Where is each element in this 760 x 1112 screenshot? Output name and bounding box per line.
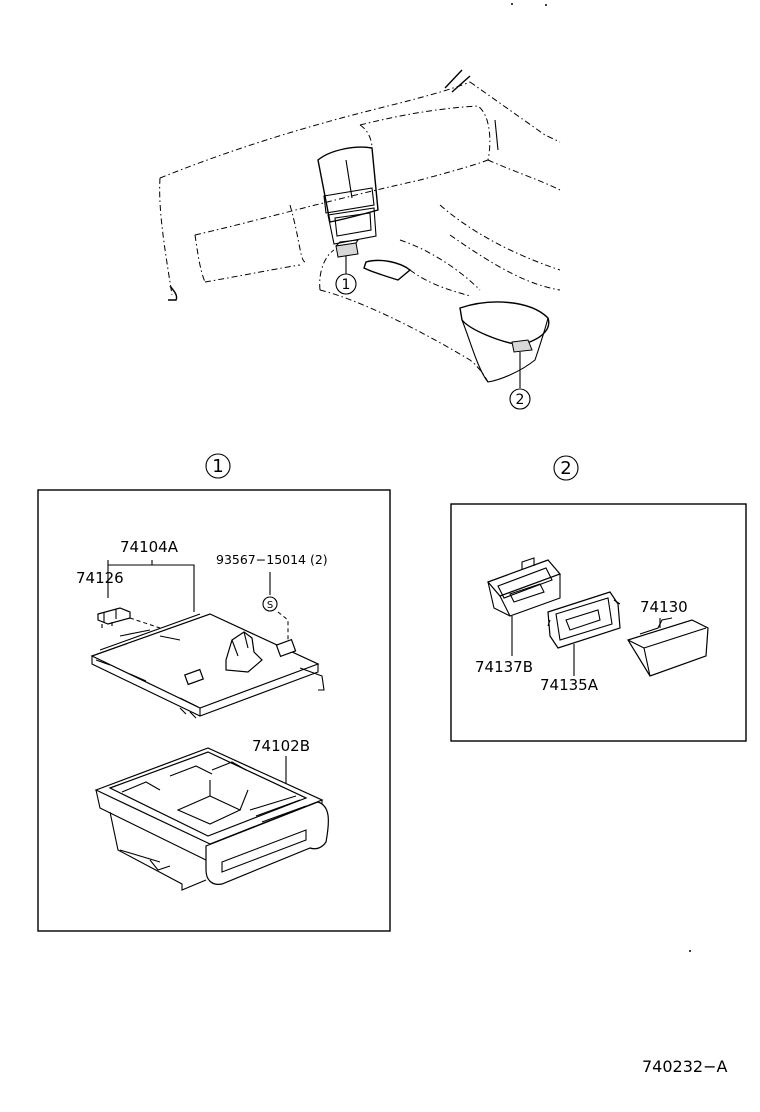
part-74104A-upper-tray xyxy=(90,613,325,719)
label-74102B: 74102B xyxy=(252,737,310,755)
box-2-frame xyxy=(450,503,747,742)
part-74137B-housing xyxy=(486,557,562,656)
label-93567-15014: 93567−15014 (2) xyxy=(216,552,328,567)
part-74130-ashtray xyxy=(627,617,709,677)
label-74137B: 74137B xyxy=(475,658,533,676)
callout-1-header-label: 1 xyxy=(212,456,223,477)
callout-1-header xyxy=(205,453,231,479)
callout-1-overview-label: 1 xyxy=(342,277,351,293)
callout-1-overview xyxy=(335,273,357,295)
detail-box-2: 2 74130 74137B 74135A xyxy=(450,455,747,742)
detail-box-1: 1 74104A 74126 93567−15014 (2) 74102B S xyxy=(37,453,391,932)
clip-74126 xyxy=(97,607,161,629)
callout-2-overview-label: 2 xyxy=(516,392,525,408)
figure-id: 740232−A xyxy=(642,1057,727,1076)
label-74130: 74130 xyxy=(640,598,688,616)
dashboard-overview: 1 2 xyxy=(159,3,561,410)
label-74104A: 74104A xyxy=(120,538,179,556)
box-1-frame xyxy=(37,489,391,932)
label-74126: 74126 xyxy=(76,569,124,587)
part-74135A-bezel xyxy=(547,591,621,676)
callout-2-header-label: 2 xyxy=(560,458,571,479)
screw-symbol-label: S xyxy=(267,600,273,611)
label-74135A: 74135A xyxy=(540,676,599,694)
callout-2-overview xyxy=(509,388,531,410)
callout-2-header xyxy=(553,455,579,481)
part-74102B-lower-box xyxy=(94,747,329,891)
screw-symbol xyxy=(262,596,278,612)
